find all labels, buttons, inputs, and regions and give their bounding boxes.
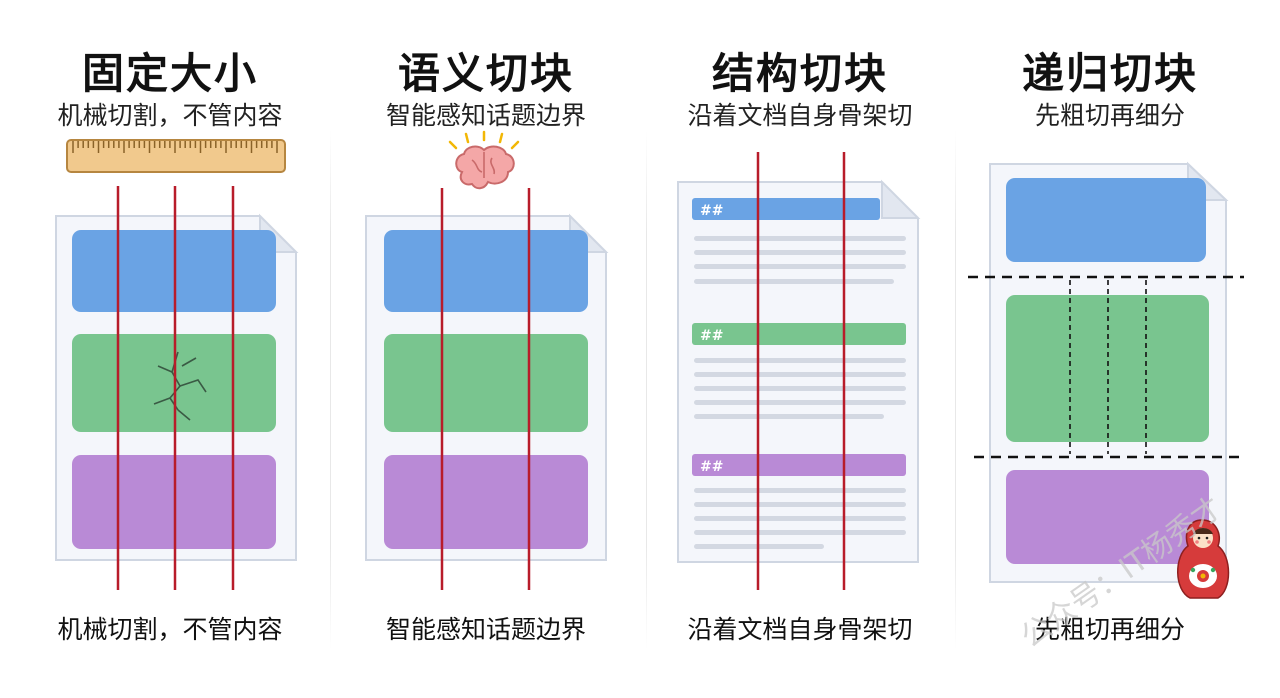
- structural-illustration: ## ## ##: [677, 152, 921, 590]
- heading-bar-blue: [692, 198, 880, 220]
- fixed-size-illustration: [55, 139, 299, 590]
- chunk-block-purple: [384, 455, 588, 549]
- panel-semantic: 语义切块 智能感知话题边界 智能感知话题边界: [336, 0, 636, 698]
- panel-subtitle: 智能感知话题边界: [385, 101, 586, 130]
- brain-icon: [448, 130, 520, 190]
- text-lines: [694, 488, 906, 549]
- divider: [646, 130, 647, 650]
- chunk-block-purple: [1006, 470, 1209, 564]
- heading-mark: ##: [700, 203, 723, 219]
- coarse-cut-lines: [968, 275, 1244, 459]
- panel-title: 递归切块: [1021, 49, 1198, 98]
- panel-title: 固定大小: [81, 49, 258, 98]
- matryoshka-icon: [1177, 519, 1230, 599]
- panel-subtitle: 沿着文档自身骨架切: [687, 101, 913, 130]
- panel-title: 语义切块: [397, 49, 574, 98]
- cut-lines: [116, 186, 235, 590]
- panel-caption: 智能感知话题边界: [385, 615, 586, 644]
- chunk-block-green: [384, 334, 588, 432]
- heading-mark: ##: [700, 459, 723, 475]
- cut-lines: [756, 152, 846, 590]
- recursive-illustration: [968, 161, 1244, 599]
- panel-caption: 沿着文档自身骨架切: [687, 615, 913, 644]
- fine-cut-lines: [1069, 280, 1147, 454]
- panel-recursive: 递归切块 先粗切再细分: [960, 0, 1260, 698]
- panel-caption: 机械切割，不管内容: [57, 615, 283, 644]
- divider: [955, 130, 956, 650]
- chunk-block-blue: [384, 230, 588, 312]
- divider: [330, 130, 331, 650]
- panel-subtitle: 机械切割，不管内容: [57, 101, 283, 130]
- heading-mark: ##: [700, 328, 723, 344]
- panel-title: 结构切块: [711, 49, 888, 98]
- panel-caption: 先粗切再细分: [1034, 615, 1185, 644]
- chunk-block-green: [1006, 295, 1209, 442]
- semantic-illustration: [365, 130, 609, 590]
- cut-lines: [440, 188, 531, 590]
- ruler-icon: [66, 139, 286, 173]
- heading-bar-green: [692, 323, 906, 345]
- text-lines: [694, 358, 906, 419]
- panel-fixed-size: 固定大小 机械切割，不管内容 机械切割，不管: [20, 0, 320, 698]
- panel-structural: 结构切块 沿着文档自身骨架切 ## ## ##: [650, 0, 950, 698]
- heading-bar-purple: [692, 454, 906, 476]
- panel-subtitle: 先粗切再细分: [1034, 101, 1185, 130]
- chunk-block-blue: [1006, 178, 1206, 262]
